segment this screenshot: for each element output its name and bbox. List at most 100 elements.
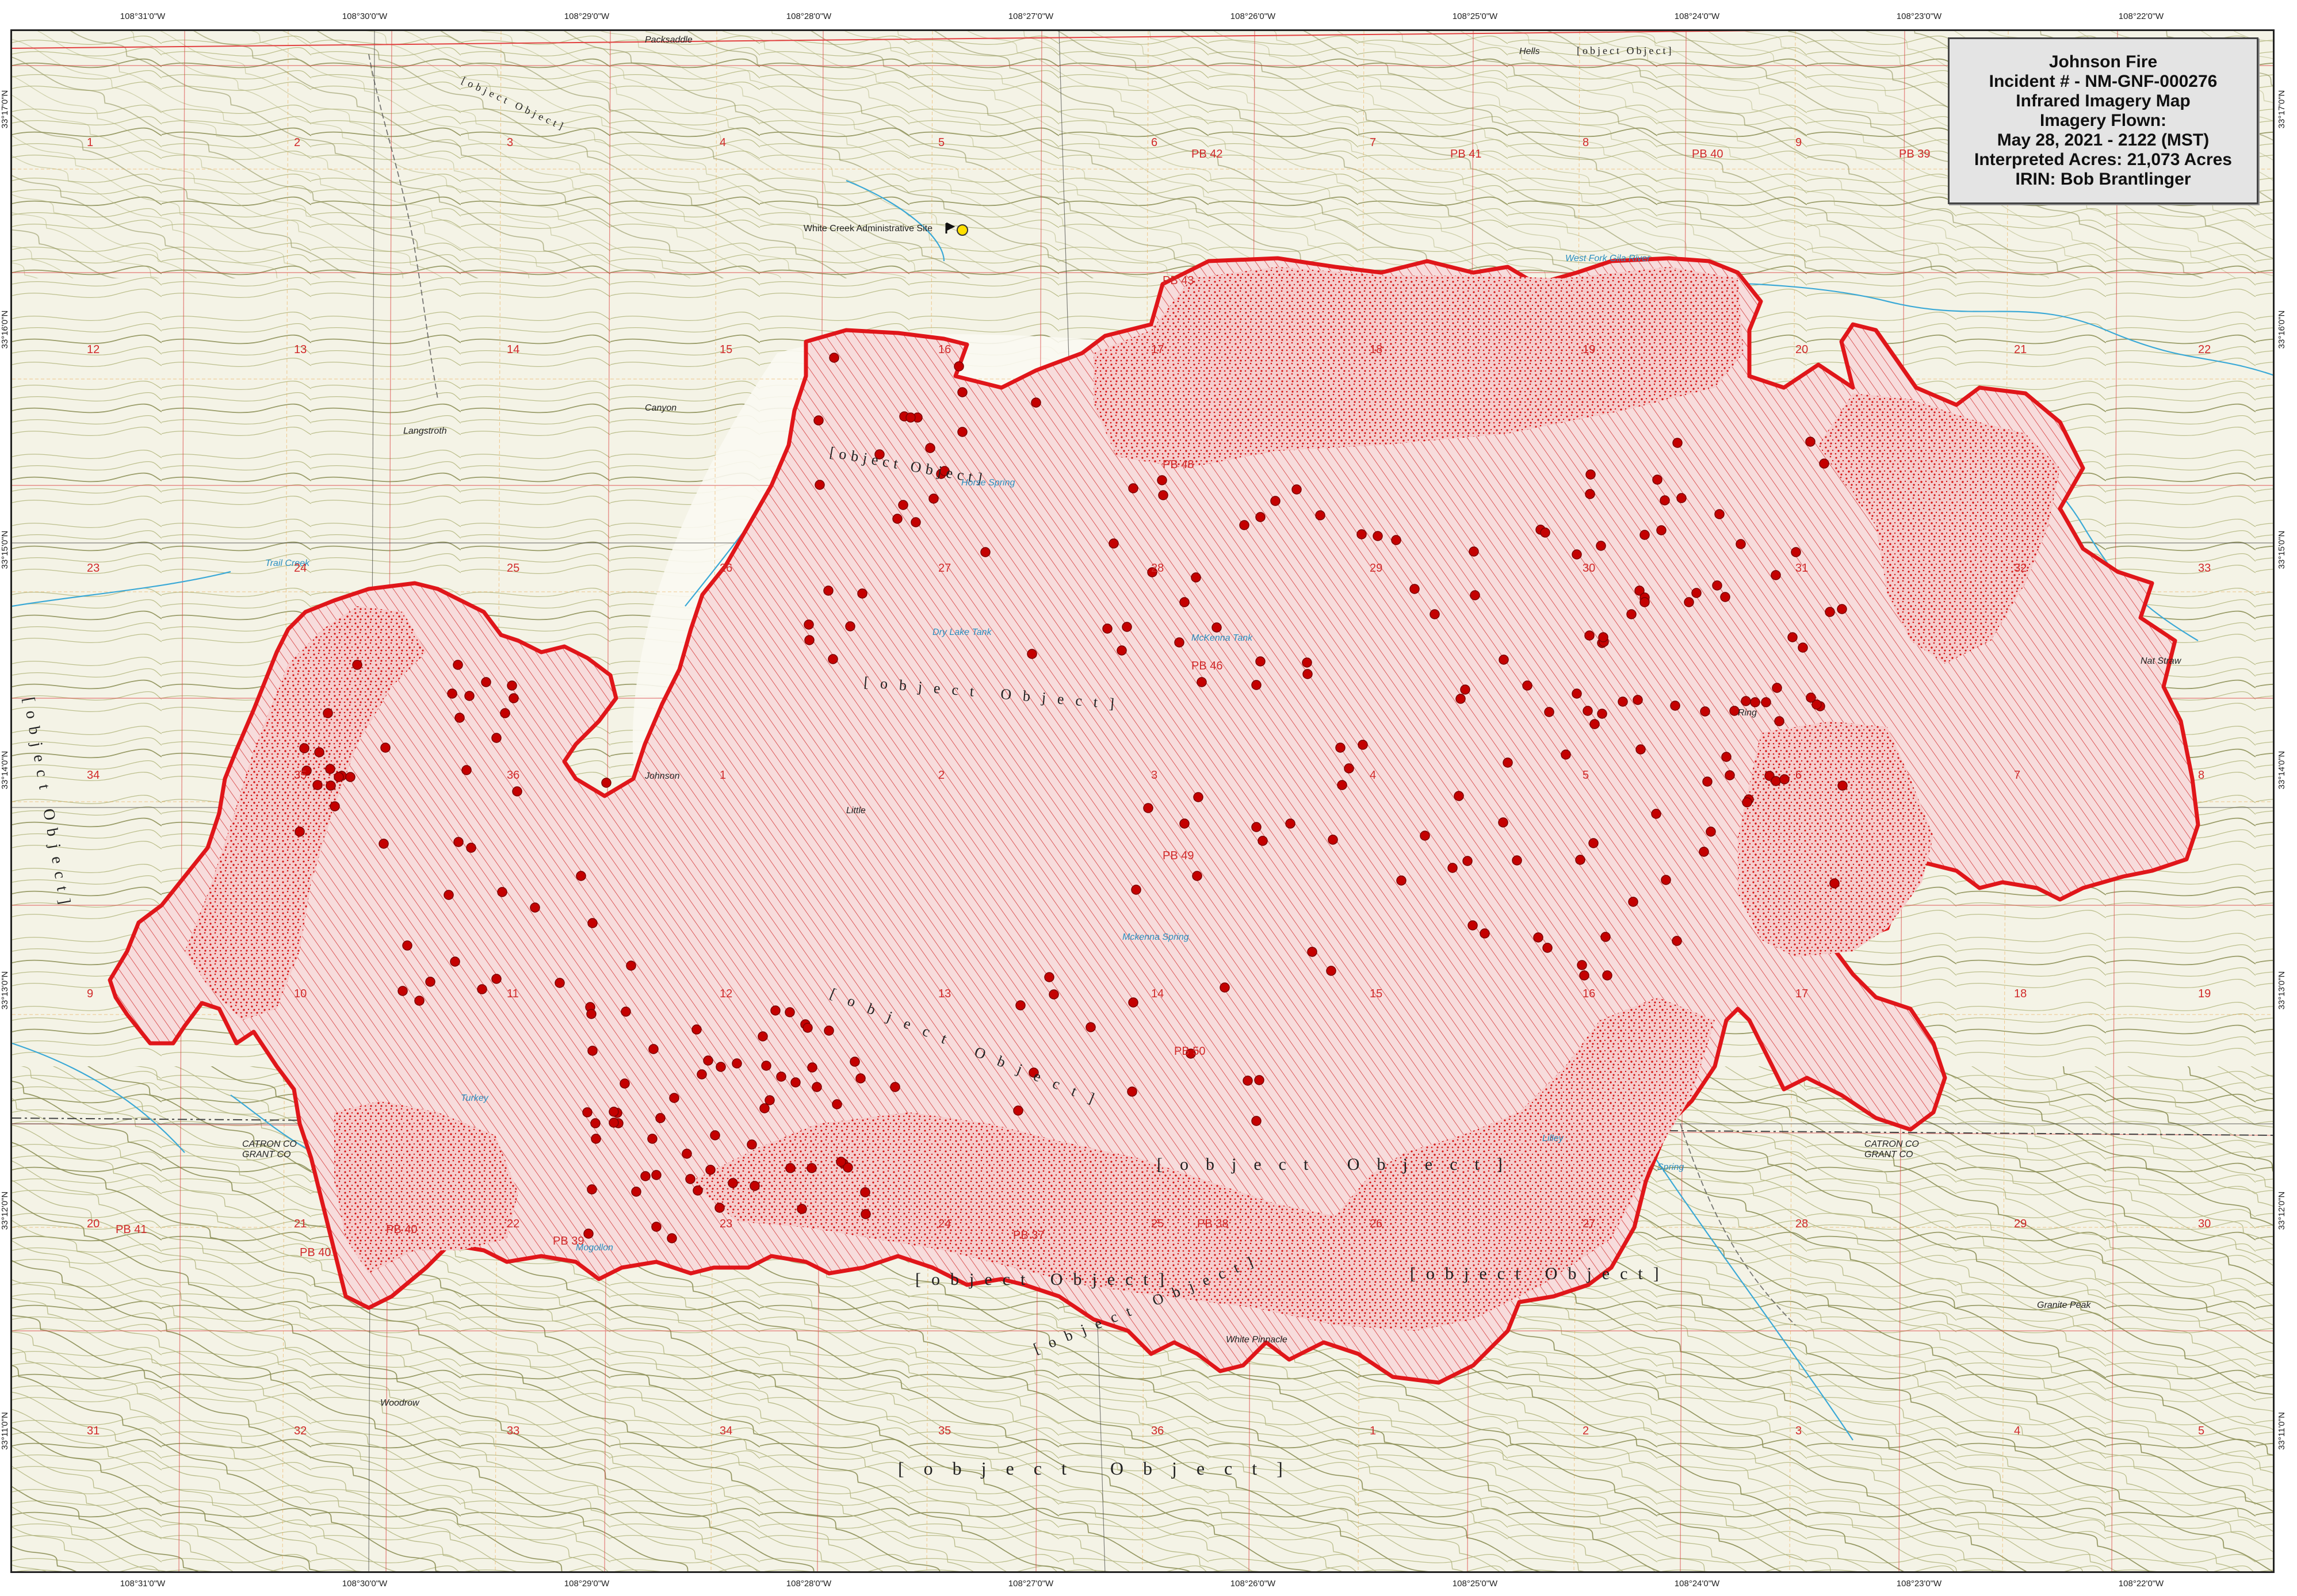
heat-source-point bbox=[1700, 706, 1710, 717]
feature-label: Granite Peak bbox=[2037, 1300, 2091, 1310]
feature-label: Little bbox=[846, 806, 866, 816]
latitude-label-right: 33°15'0"N bbox=[2277, 530, 2287, 569]
longitude-label-top: 108°24'0"W bbox=[1674, 12, 1720, 21]
section-number: 5 bbox=[2198, 1425, 2204, 1437]
latitude-label-left: 33°14'0"N bbox=[0, 751, 10, 790]
heat-source-point bbox=[466, 843, 476, 853]
heat-source-point bbox=[1720, 592, 1730, 602]
heat-source-point bbox=[954, 361, 964, 372]
feature-label: Nat Straw bbox=[2141, 656, 2182, 666]
heat-source-point bbox=[1598, 632, 1608, 642]
heat-source-point bbox=[464, 691, 475, 701]
heat-source-point bbox=[447, 688, 457, 699]
heat-source-point bbox=[804, 619, 814, 630]
fire-name: Johnson Fire bbox=[2048, 52, 2158, 71]
feature-label: Mogollon bbox=[576, 1243, 613, 1253]
heat-source-point bbox=[759, 1103, 770, 1113]
heat-source-point bbox=[590, 1118, 601, 1128]
heat-source-point bbox=[1579, 970, 1589, 981]
heat-source-point bbox=[651, 1170, 662, 1180]
heat-source-point bbox=[587, 1046, 598, 1056]
heat-source-point bbox=[1285, 818, 1295, 829]
feature-label: Mckenna Spring bbox=[1122, 932, 1189, 942]
heat-source-point bbox=[911, 517, 921, 527]
heat-source-point bbox=[1356, 529, 1367, 539]
section-number: 25 bbox=[507, 562, 519, 575]
heat-source-point bbox=[1147, 567, 1157, 577]
heat-source-point bbox=[1337, 780, 1347, 790]
heat-source-point bbox=[1015, 1000, 1026, 1011]
heat-source-point bbox=[691, 1024, 702, 1035]
pb-label: PB 46 bbox=[1191, 660, 1222, 672]
heat-source-point bbox=[1239, 520, 1249, 530]
feature-label: McKenna Tank bbox=[1191, 633, 1253, 643]
section-number: 1 bbox=[1370, 1425, 1376, 1437]
heat-source-point bbox=[685, 1174, 695, 1184]
section-number: 2 bbox=[1583, 1425, 1589, 1437]
feature-label: Johnson bbox=[644, 771, 680, 781]
heat-source-point bbox=[1837, 604, 1847, 614]
heat-source-point bbox=[1779, 774, 1790, 784]
heat-source-point bbox=[1460, 684, 1470, 695]
latitude-label-right: 33°14'0"N bbox=[2277, 751, 2287, 790]
heat-source-point bbox=[1270, 496, 1281, 506]
heat-source-point bbox=[1805, 437, 1816, 447]
section-number: 29 bbox=[1370, 562, 1382, 575]
heat-source-point bbox=[1742, 797, 1752, 807]
pb-label: PB 41 bbox=[116, 1223, 147, 1236]
section-number: 9 bbox=[87, 988, 93, 1000]
section-number: 13 bbox=[294, 343, 307, 356]
feature-label: Langstroth bbox=[403, 426, 447, 436]
heat-source-point bbox=[450, 956, 460, 967]
heat-source-point bbox=[507, 680, 517, 691]
longitude-label-top: 108°22'0"W bbox=[2118, 12, 2164, 21]
section-number: 22 bbox=[507, 1218, 519, 1230]
heat-source-point bbox=[1575, 855, 1585, 865]
section-number: 36 bbox=[1151, 1425, 1164, 1437]
section-number: 26 bbox=[1370, 1218, 1382, 1230]
longitude-label-bottom: 108°31'0"W bbox=[120, 1579, 166, 1589]
heat-source-point bbox=[824, 1025, 834, 1036]
section-number: 28 bbox=[1795, 1218, 1808, 1230]
heat-source-point bbox=[609, 1107, 619, 1117]
longitude-label-bottom: 108°27'0"W bbox=[1008, 1579, 1054, 1589]
intense-heat-north bbox=[1094, 267, 1744, 468]
heat-source-point bbox=[667, 1233, 677, 1243]
heat-source-point bbox=[582, 1107, 593, 1117]
heat-source-point bbox=[1455, 694, 1466, 704]
longitude-label-top: 108°26'0"W bbox=[1230, 12, 1276, 21]
heat-source-point bbox=[1302, 669, 1313, 679]
section-number: 18 bbox=[1370, 343, 1382, 356]
feature-label: Turkey bbox=[461, 1093, 489, 1103]
place-label: [object Object] bbox=[1577, 45, 1673, 56]
heat-source-point bbox=[1771, 570, 1781, 580]
heat-source-point bbox=[1470, 590, 1480, 600]
heat-source-point bbox=[1583, 706, 1593, 716]
section-number: 36 bbox=[507, 769, 519, 782]
section-number: 4 bbox=[2014, 1425, 2020, 1437]
heat-source-point bbox=[1626, 609, 1637, 619]
heat-source-point bbox=[647, 1134, 658, 1144]
heat-source-point bbox=[750, 1181, 760, 1191]
heat-source-point bbox=[1672, 438, 1683, 448]
feature-label: White Pinnacle bbox=[1226, 1335, 1287, 1345]
longitude-label-bottom: 108°23'0"W bbox=[1896, 1579, 1942, 1589]
latitude-label-left: 33°11'0"N bbox=[0, 1412, 10, 1450]
section-number: 31 bbox=[1795, 562, 1808, 575]
heat-source-point bbox=[1373, 531, 1383, 541]
heat-source-point bbox=[1561, 749, 1571, 760]
heat-source-point bbox=[1258, 836, 1268, 846]
section-number: 4 bbox=[1370, 769, 1376, 782]
heat-source-point bbox=[1122, 622, 1132, 632]
feature-label: Packsaddle bbox=[645, 35, 693, 45]
heat-source-point bbox=[655, 1113, 666, 1123]
heat-source-point bbox=[1522, 680, 1532, 691]
heat-source-point bbox=[957, 427, 968, 437]
section-number: 12 bbox=[720, 988, 732, 1000]
heat-source-point bbox=[860, 1187, 870, 1197]
heat-source-point bbox=[823, 585, 834, 596]
pb-label: PB 39 bbox=[1899, 148, 1930, 160]
section-number: 14 bbox=[1151, 988, 1164, 1000]
heat-source-point bbox=[477, 984, 487, 994]
